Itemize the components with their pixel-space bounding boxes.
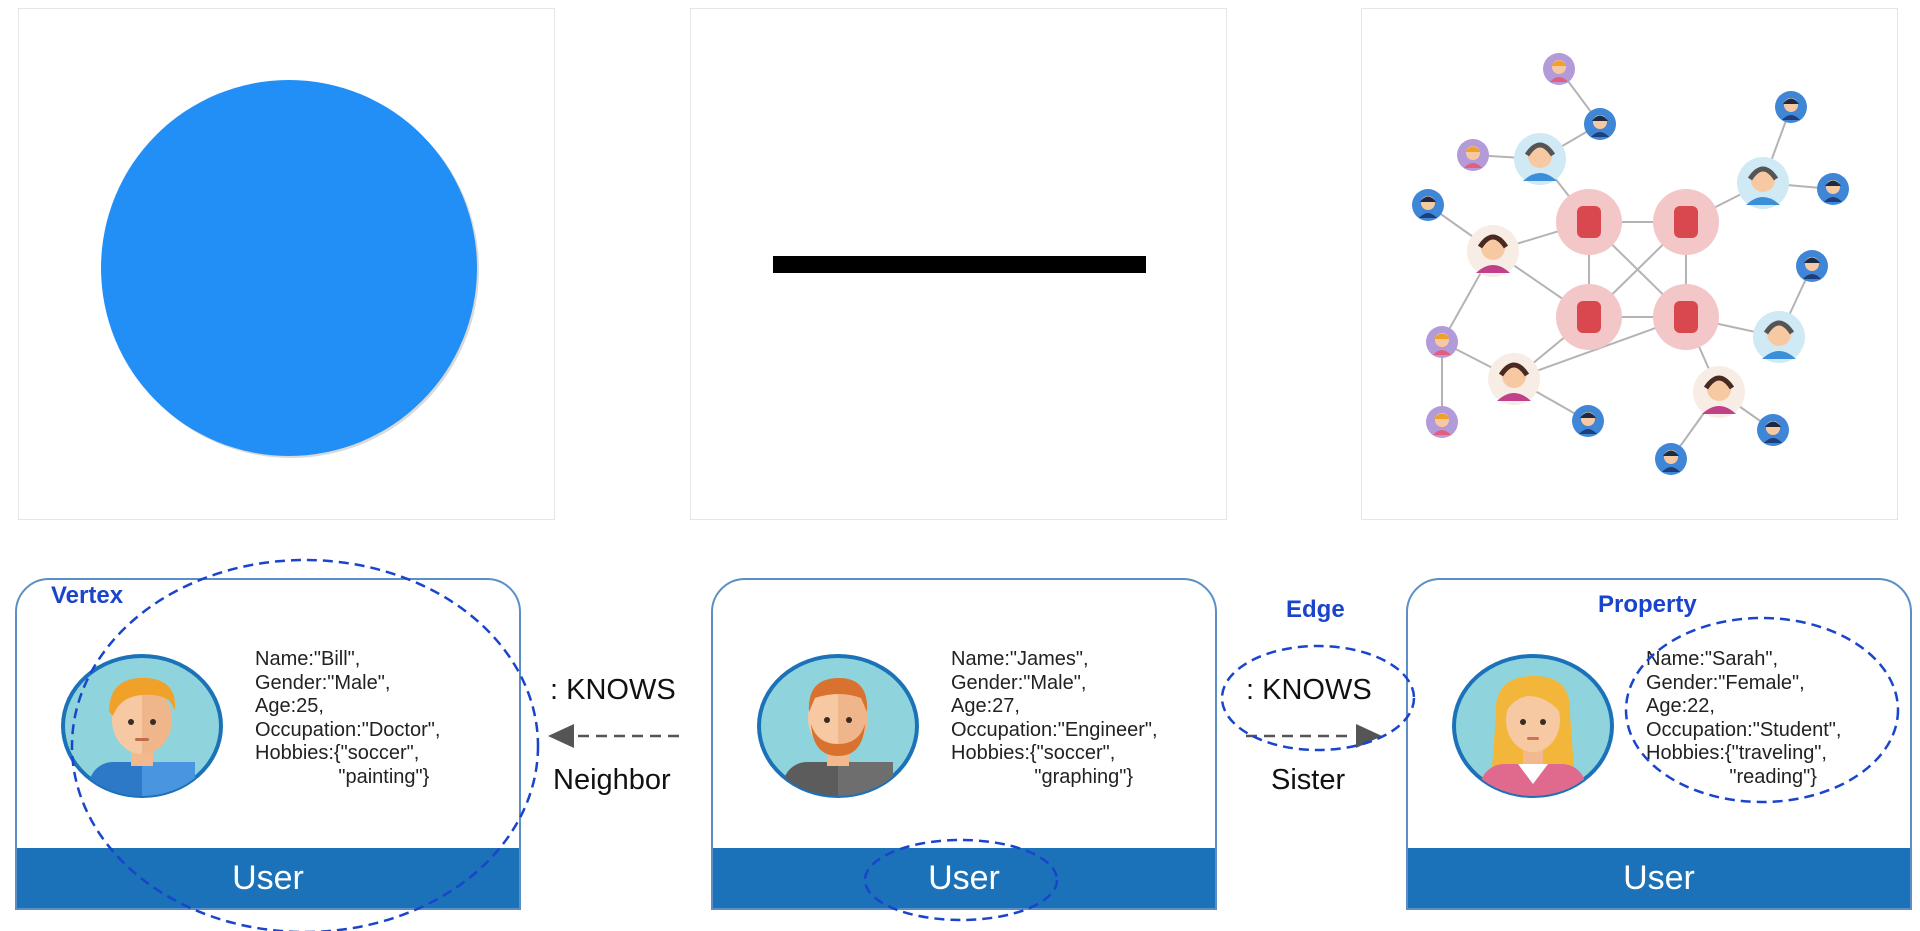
vertex-symbol-panel [18, 8, 555, 520]
product-node-icon [1653, 189, 1719, 255]
person-node-icon [1757, 414, 1789, 446]
network-graph [1412, 53, 1849, 475]
person-node-icon [1457, 139, 1489, 171]
relation-type-right: : KNOWS [1246, 674, 1372, 706]
vertex-symbol [101, 80, 479, 458]
network-graph-panel [1361, 8, 1898, 520]
sister-arrow [1246, 724, 1382, 748]
vertex-annotation: Vertex [51, 582, 124, 609]
user-properties: Name:"Bill", Gender:"Male", Age:25, Occu… [255, 648, 441, 788]
user-properties: Name:"Sarah", Gender:"Female", Age:22, O… [1646, 648, 1842, 788]
person-node-icon [1655, 443, 1687, 475]
person-node-icon [1796, 250, 1828, 282]
person-node-icon [1572, 405, 1604, 437]
user-card-sarah: Name:"Sarah", Gender:"Female", Age:22, O… [1406, 578, 1912, 910]
person-node-icon [1584, 108, 1616, 140]
person-node-icon [1753, 311, 1805, 363]
property-annotation: Property [1598, 591, 1697, 618]
person-node-icon [1412, 189, 1444, 221]
user-card-bill: Name:"Bill", Gender:"Male", Age:25, Occu… [15, 578, 521, 910]
product-node-icon [1556, 189, 1622, 255]
person-node-icon [1426, 406, 1458, 438]
person-node-icon [1467, 225, 1519, 277]
product-node-icon [1653, 284, 1719, 350]
product-node-icon [1556, 284, 1622, 350]
neighbor-arrow [548, 724, 682, 748]
relation-type-left: : KNOWS [550, 674, 676, 706]
male-user-avatar-icon [61, 654, 223, 798]
user-label-bar: User [713, 848, 1215, 908]
person-node-icon [1693, 366, 1745, 418]
female-user-avatar-icon [1452, 654, 1614, 798]
edge-line [773, 256, 1146, 273]
user-label-bar: User [1408, 848, 1910, 908]
edge-annotation: Edge [1286, 596, 1345, 623]
user-properties: Name:"James", Gender:"Male", Age:27, Occ… [951, 648, 1158, 788]
relation-name-left: Neighbor [553, 764, 671, 796]
bearded-user-avatar-icon [757, 654, 919, 798]
person-node-icon [1426, 326, 1458, 358]
person-node-icon [1737, 157, 1789, 209]
relation-name-right: Sister [1271, 764, 1346, 796]
vertex-circle [101, 80, 477, 456]
edge-symbol-panel [690, 8, 1227, 520]
person-node-icon [1514, 133, 1566, 185]
person-node-icon [1775, 91, 1807, 123]
person-node-icon [1488, 353, 1540, 405]
person-node-icon [1817, 173, 1849, 205]
user-card-james: Name:"James", Gender:"Male", Age:27, Occ… [711, 578, 1217, 910]
person-node-icon [1543, 53, 1575, 85]
user-label-bar: User [17, 848, 519, 908]
edge-symbol [773, 256, 1146, 273]
